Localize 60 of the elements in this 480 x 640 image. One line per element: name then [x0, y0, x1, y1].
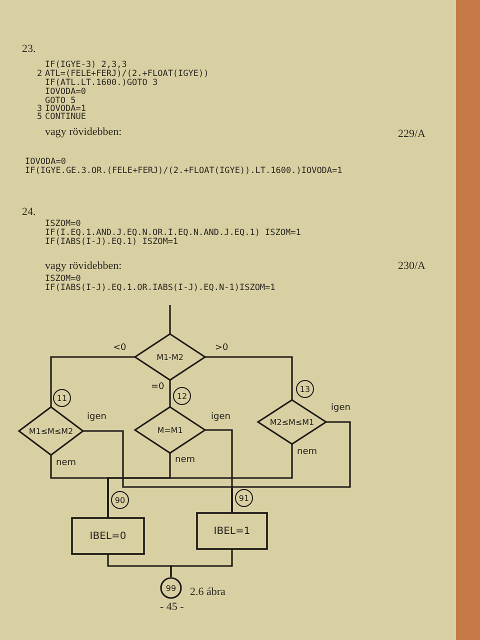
- node-text: M1≤M≤M2: [28, 426, 74, 436]
- code-line: ATL=(FELE+FERJ)/(2.+FLOAT(IGYE)): [45, 70, 209, 78]
- code-line: IF(IGYE.GE.3.OR.(FELE+FERJ)/(2.+FLOAT(IGYE)).LT.1600.)IOVODA=1: [25, 167, 342, 176]
- flow-line: [205, 356, 293, 400]
- text-label: 24.: [22, 207, 36, 218]
- code-line: 5: [37, 113, 42, 122]
- text-label: vagy rövidebben:: [45, 261, 122, 272]
- code-line: IOVODA=0: [25, 158, 66, 166]
- code-line: IF(I.EQ.1.AND.J.EQ.N.OR.I.EQ.N.AND.J.EQ.1) ISZOM=1: [45, 229, 301, 238]
- code-line: GOTO 5: [45, 97, 76, 106]
- edge-label: igen: [330, 404, 352, 413]
- flow-line: [107, 444, 293, 518]
- code-line: CONTINUE: [45, 113, 86, 122]
- flow-line: [170, 549, 233, 577]
- node-text: M2≤M≤M1: [270, 418, 314, 426]
- code-line: IF(IABS(I-J).EQ.1) ISZOM=1: [45, 238, 178, 246]
- code-line: IOVODA=1: [45, 105, 86, 114]
- edge-label: nem: [55, 459, 78, 468]
- decision-diamond: [258, 400, 326, 444]
- code-line: 2: [37, 70, 42, 78]
- flow-line: [231, 421, 351, 513]
- node-text: 99: [166, 584, 176, 592]
- code-line: IF(IABS(I-J).EQ.1.OR.IABS(I-J).EQ.N-1)ISZOM=1: [45, 284, 276, 292]
- figure-caption: 2.6 ábra: [190, 586, 226, 598]
- decision-diamond: [135, 334, 205, 380]
- process-box: [72, 518, 144, 554]
- code-line: IF(ATL.LT.1600.)GOTO 3: [45, 79, 158, 88]
- text-label: vagy rövidebben:: [45, 127, 122, 138]
- flow-line: [50, 356, 135, 407]
- edge-label: <0: [112, 344, 128, 353]
- text-label: 229/A: [398, 129, 426, 140]
- node-text: M=M1: [157, 426, 183, 434]
- edge-label: nem: [296, 448, 318, 457]
- node-text: M1-M2: [156, 352, 184, 362]
- text-label: 230/A: [398, 261, 426, 272]
- connector-circle: [160, 577, 182, 599]
- step-number: 90: [111, 491, 129, 509]
- flow-line: [169, 380, 171, 407]
- decision-diamond: [135, 407, 205, 453]
- decision-diamond: [19, 407, 83, 455]
- flow-line: [169, 305, 171, 334]
- step-number: 11: [53, 389, 71, 407]
- edge-label: nem: [174, 456, 196, 465]
- code-line: 3: [37, 105, 42, 114]
- node-text: IBEL=0: [90, 530, 126, 542]
- text-label: 23.: [22, 44, 36, 55]
- node-text: IBEL=1: [214, 526, 250, 536]
- step-number: 91: [235, 489, 253, 507]
- code-line: IF(IGYE-3) 2,3,3: [45, 61, 127, 70]
- code-line: IOVODA=0: [45, 88, 86, 96]
- edge-label: =0: [150, 383, 166, 392]
- code-line: ISZOM=0: [45, 220, 81, 228]
- step-number: 12: [173, 387, 191, 405]
- step-number: 13: [296, 380, 314, 398]
- edge-label: igen: [210, 413, 232, 422]
- edge-label: igen: [86, 413, 108, 422]
- code-line: ISZOM=0: [45, 275, 81, 284]
- edge-label: >0: [214, 344, 230, 353]
- text-label: - 45 -: [160, 602, 184, 613]
- process-box: [197, 513, 267, 549]
